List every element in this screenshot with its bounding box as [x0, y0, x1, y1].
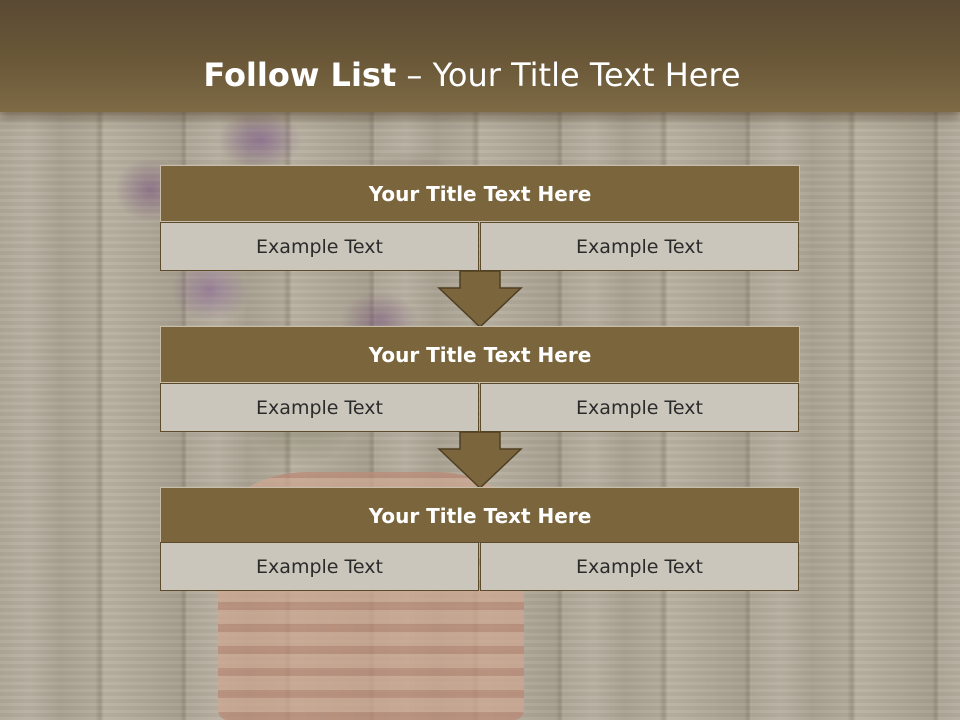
- block-cell-right[interactable]: Example Text: [480, 542, 799, 591]
- down-arrow-icon: [437, 431, 523, 489]
- block-cell-left[interactable]: Example Text: [160, 542, 479, 591]
- slide-title-strong: Follow List: [203, 56, 397, 94]
- block-title[interactable]: Your Title Text Here: [160, 487, 800, 544]
- block-cell-left[interactable]: Example Text: [160, 222, 479, 271]
- list-block: Your Title Text Here Example Text Exampl…: [160, 487, 800, 593]
- list-block: Your Title Text Here Example Text Exampl…: [160, 165, 800, 271]
- block-title[interactable]: Your Title Text Here: [160, 165, 800, 222]
- block-cell-right[interactable]: Example Text: [480, 222, 799, 271]
- title-bar: Follow List – Your Title Text Here: [0, 0, 960, 112]
- block-title[interactable]: Your Title Text Here: [160, 326, 800, 383]
- list-block: Your Title Text Here Example Text Exampl…: [160, 326, 800, 432]
- block-cell-right[interactable]: Example Text: [480, 383, 799, 432]
- block-cell-left[interactable]: Example Text: [160, 383, 479, 432]
- slide-title-rest: – Your Title Text Here: [396, 56, 741, 94]
- slide-title[interactable]: Follow List – Your Title Text Here: [0, 55, 944, 95]
- down-arrow-icon: [437, 270, 523, 328]
